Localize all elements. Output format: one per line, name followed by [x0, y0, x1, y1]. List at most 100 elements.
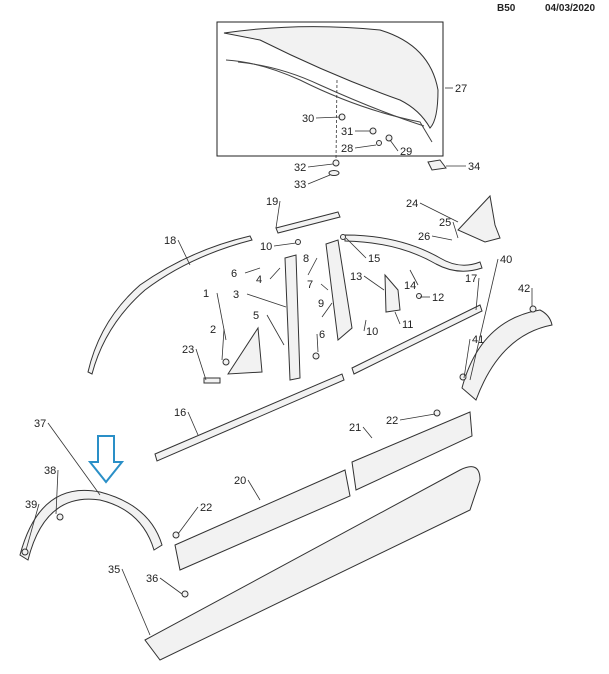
leader-line	[320, 283, 329, 291]
callout-11: 11	[402, 319, 413, 331]
callout-22: 22	[386, 415, 398, 427]
callout-34: 34	[468, 161, 480, 173]
callout-4: 4	[256, 274, 262, 286]
leader-line	[269, 267, 281, 280]
leader-line	[177, 239, 191, 266]
leader-line	[315, 116, 341, 119]
callout-23: 23	[182, 344, 194, 356]
callout-14: 14	[404, 280, 416, 292]
leader-line	[273, 242, 297, 247]
leader-line	[275, 200, 281, 229]
callout-15: 15	[368, 253, 380, 265]
callout-20: 20	[234, 475, 246, 487]
callout-32: 32	[294, 162, 306, 174]
part-11	[384, 273, 401, 313]
part-19	[275, 211, 341, 234]
leader-line	[394, 311, 401, 325]
highlight-arrow-icon	[87, 435, 125, 484]
part-pillar-3	[284, 254, 301, 381]
leader-line	[25, 503, 40, 551]
callout-17: 17	[465, 273, 477, 285]
leader-line	[389, 139, 399, 152]
callout-21: 21	[349, 422, 361, 434]
leader-line	[121, 568, 151, 636]
inset-frame	[216, 21, 444, 157]
leader-line	[431, 235, 453, 241]
leader-line	[399, 413, 436, 421]
leader-lines	[25, 87, 533, 636]
callout-1: 1	[203, 288, 209, 300]
callout-31: 31	[341, 126, 353, 138]
leader-line	[221, 328, 225, 361]
leader-line	[469, 258, 499, 381]
part-roof-moulding	[87, 235, 253, 375]
part-24	[457, 194, 501, 243]
leader-line	[321, 302, 333, 318]
leader-line	[362, 426, 373, 439]
part-21	[351, 411, 473, 491]
leader-line	[195, 348, 207, 381]
callout-8: 8	[303, 253, 309, 265]
leader-line	[307, 163, 334, 168]
part-16	[154, 373, 345, 462]
leader-line	[475, 277, 480, 311]
callout-42: 42	[518, 283, 530, 295]
callout-33: 33	[294, 179, 306, 191]
callout-13: 13	[350, 271, 362, 283]
callout-25: 25	[439, 217, 451, 229]
diagram-code: B50	[497, 3, 516, 14]
callout-10: 10	[366, 326, 378, 338]
part-roof-spoiler	[223, 26, 439, 143]
leader-line	[345, 237, 367, 259]
part-17	[351, 304, 483, 375]
callout-38: 38	[44, 465, 56, 477]
callout-3: 3	[233, 289, 239, 301]
callout-10: 10	[260, 241, 272, 253]
callout-37: 37	[34, 418, 46, 430]
leader-line	[159, 577, 183, 595]
leader-line	[246, 293, 287, 308]
callout-26: 26	[418, 231, 430, 243]
callout-40: 40	[500, 254, 512, 266]
leader-line	[419, 202, 459, 223]
leader-line	[363, 275, 385, 291]
callout-9: 9	[318, 298, 324, 310]
leader-line	[266, 314, 285, 346]
callout-36: 36	[146, 573, 158, 585]
leader-line	[244, 267, 261, 274]
callout-6: 6	[319, 329, 325, 341]
callout-22: 22	[200, 502, 212, 514]
leader-line	[363, 319, 367, 332]
leader-line	[452, 221, 459, 239]
diagram-date: 04/03/2020	[545, 3, 596, 14]
leader-line	[247, 479, 261, 501]
part-pillar-7	[325, 239, 353, 341]
leader-line	[216, 292, 227, 341]
leader-line	[463, 338, 471, 379]
part-triangle-1	[227, 326, 263, 375]
leader-line	[307, 174, 331, 185]
part-sill-35	[144, 466, 481, 661]
leader-line	[316, 333, 319, 353]
callout-18: 18	[164, 235, 176, 247]
callout-5: 5	[253, 310, 259, 322]
callout-19: 19	[266, 196, 278, 208]
leader-line	[409, 269, 419, 286]
part-14	[344, 234, 483, 272]
callout-16: 16	[174, 407, 186, 419]
callout-35: 35	[108, 564, 120, 576]
leader-line	[187, 411, 199, 436]
callout-2: 2	[210, 324, 216, 336]
part-20	[174, 469, 351, 571]
leader-line	[47, 422, 101, 496]
callout-29: 29	[400, 146, 412, 158]
fasteners	[328, 79, 447, 176]
leader-line	[177, 506, 199, 535]
callout-39: 39	[25, 499, 37, 511]
callout-6: 6	[231, 268, 237, 280]
part-wheel-arch-40	[461, 309, 553, 401]
callout-12: 12	[432, 292, 444, 304]
part-wheel-arch-37	[19, 489, 163, 561]
callout-28: 28	[341, 143, 353, 155]
